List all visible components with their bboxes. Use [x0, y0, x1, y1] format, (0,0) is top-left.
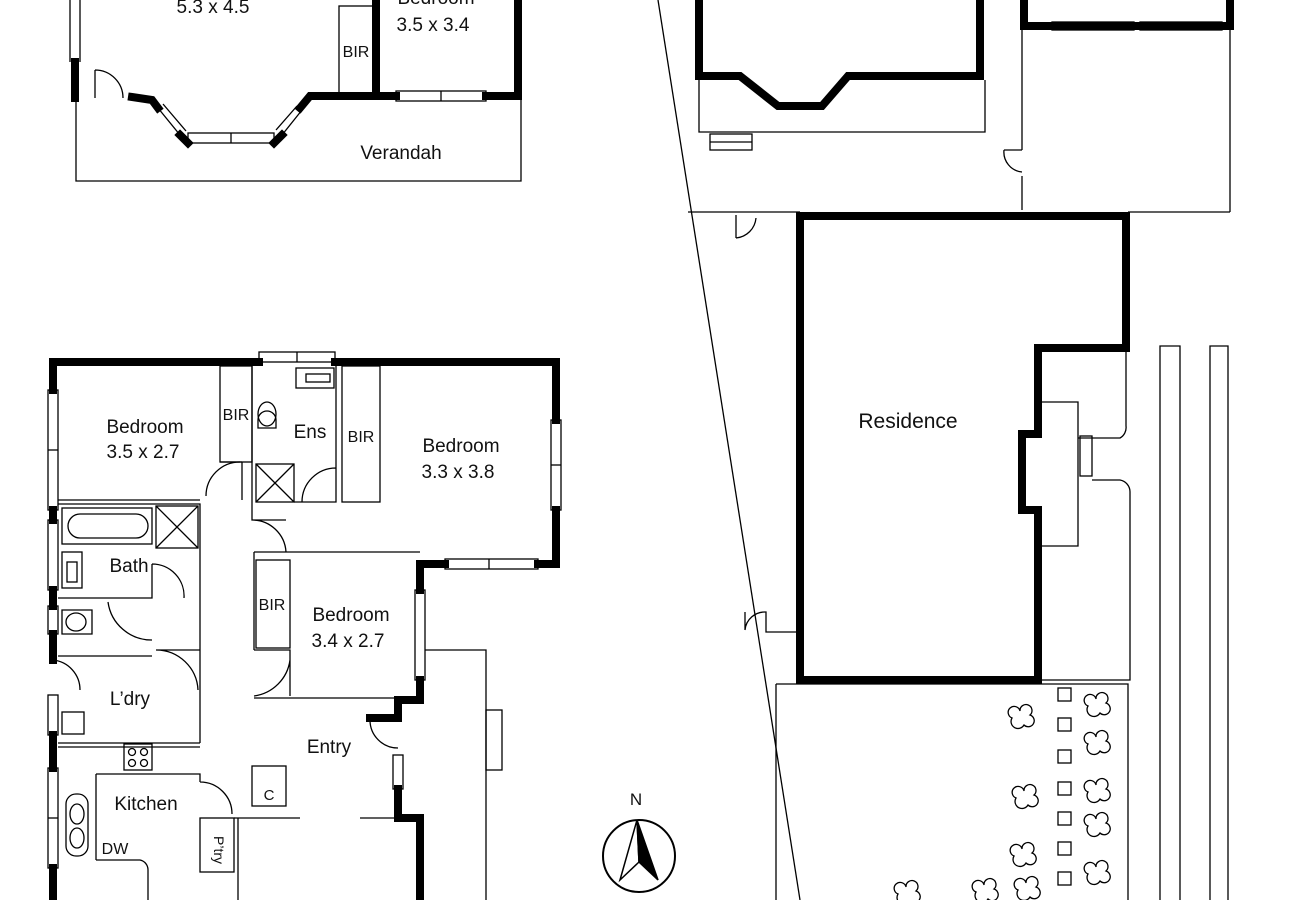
bedroom1-name: Bedroom	[106, 417, 183, 438]
bath-label: Bath	[109, 556, 148, 577]
north-arrow: N	[602, 790, 676, 893]
verandah-label: Verandah	[360, 143, 441, 164]
north-label: N	[630, 790, 642, 809]
bedroom3-size: 3.4 x 2.7	[312, 631, 385, 652]
garden-pavers	[1057, 687, 1072, 886]
living-room-size: 5.3 x 4.5	[177, 0, 250, 18]
bedroom3-bir-label: BIR	[259, 597, 286, 614]
bedroom1-size: 3.5 x 2.7	[107, 442, 180, 463]
entry-label: Entry	[307, 737, 352, 758]
ensuite-bir-label: BIR	[348, 429, 375, 446]
bedroom2-name: Bedroom	[422, 436, 499, 457]
bedroom2-size: 3.3 x 3.8	[422, 462, 495, 483]
bedroom1-bir-label: BIR	[223, 407, 250, 424]
upper-plan: 5.3 x 4.5 Bedroom 3.5 x 3.4 BIR Verandah	[69, 0, 522, 182]
upper-bedroom-name: Bedroom	[397, 0, 474, 9]
upper-bir-label: BIR	[343, 44, 370, 61]
pantry-label: P’try	[211, 836, 227, 864]
main-plan: Bedroom 3.5 x 2.7 BIR Ens BIR Bedroom 3.…	[47, 351, 562, 900]
ensuite-label: Ens	[294, 422, 327, 443]
upper-bedroom-size: 3.5 x 3.4	[397, 15, 470, 36]
kitchen-label: Kitchen	[114, 794, 177, 815]
laundry-label: L’dry	[110, 689, 151, 710]
residence-label: Residence	[858, 410, 957, 433]
cupboard-label: C	[264, 787, 275, 804]
bedroom3-name: Bedroom	[312, 605, 389, 626]
dishwasher-label: DW	[102, 841, 130, 858]
site-plan: Residence	[657, 0, 1234, 900]
garden-shrubs	[893, 691, 1111, 900]
